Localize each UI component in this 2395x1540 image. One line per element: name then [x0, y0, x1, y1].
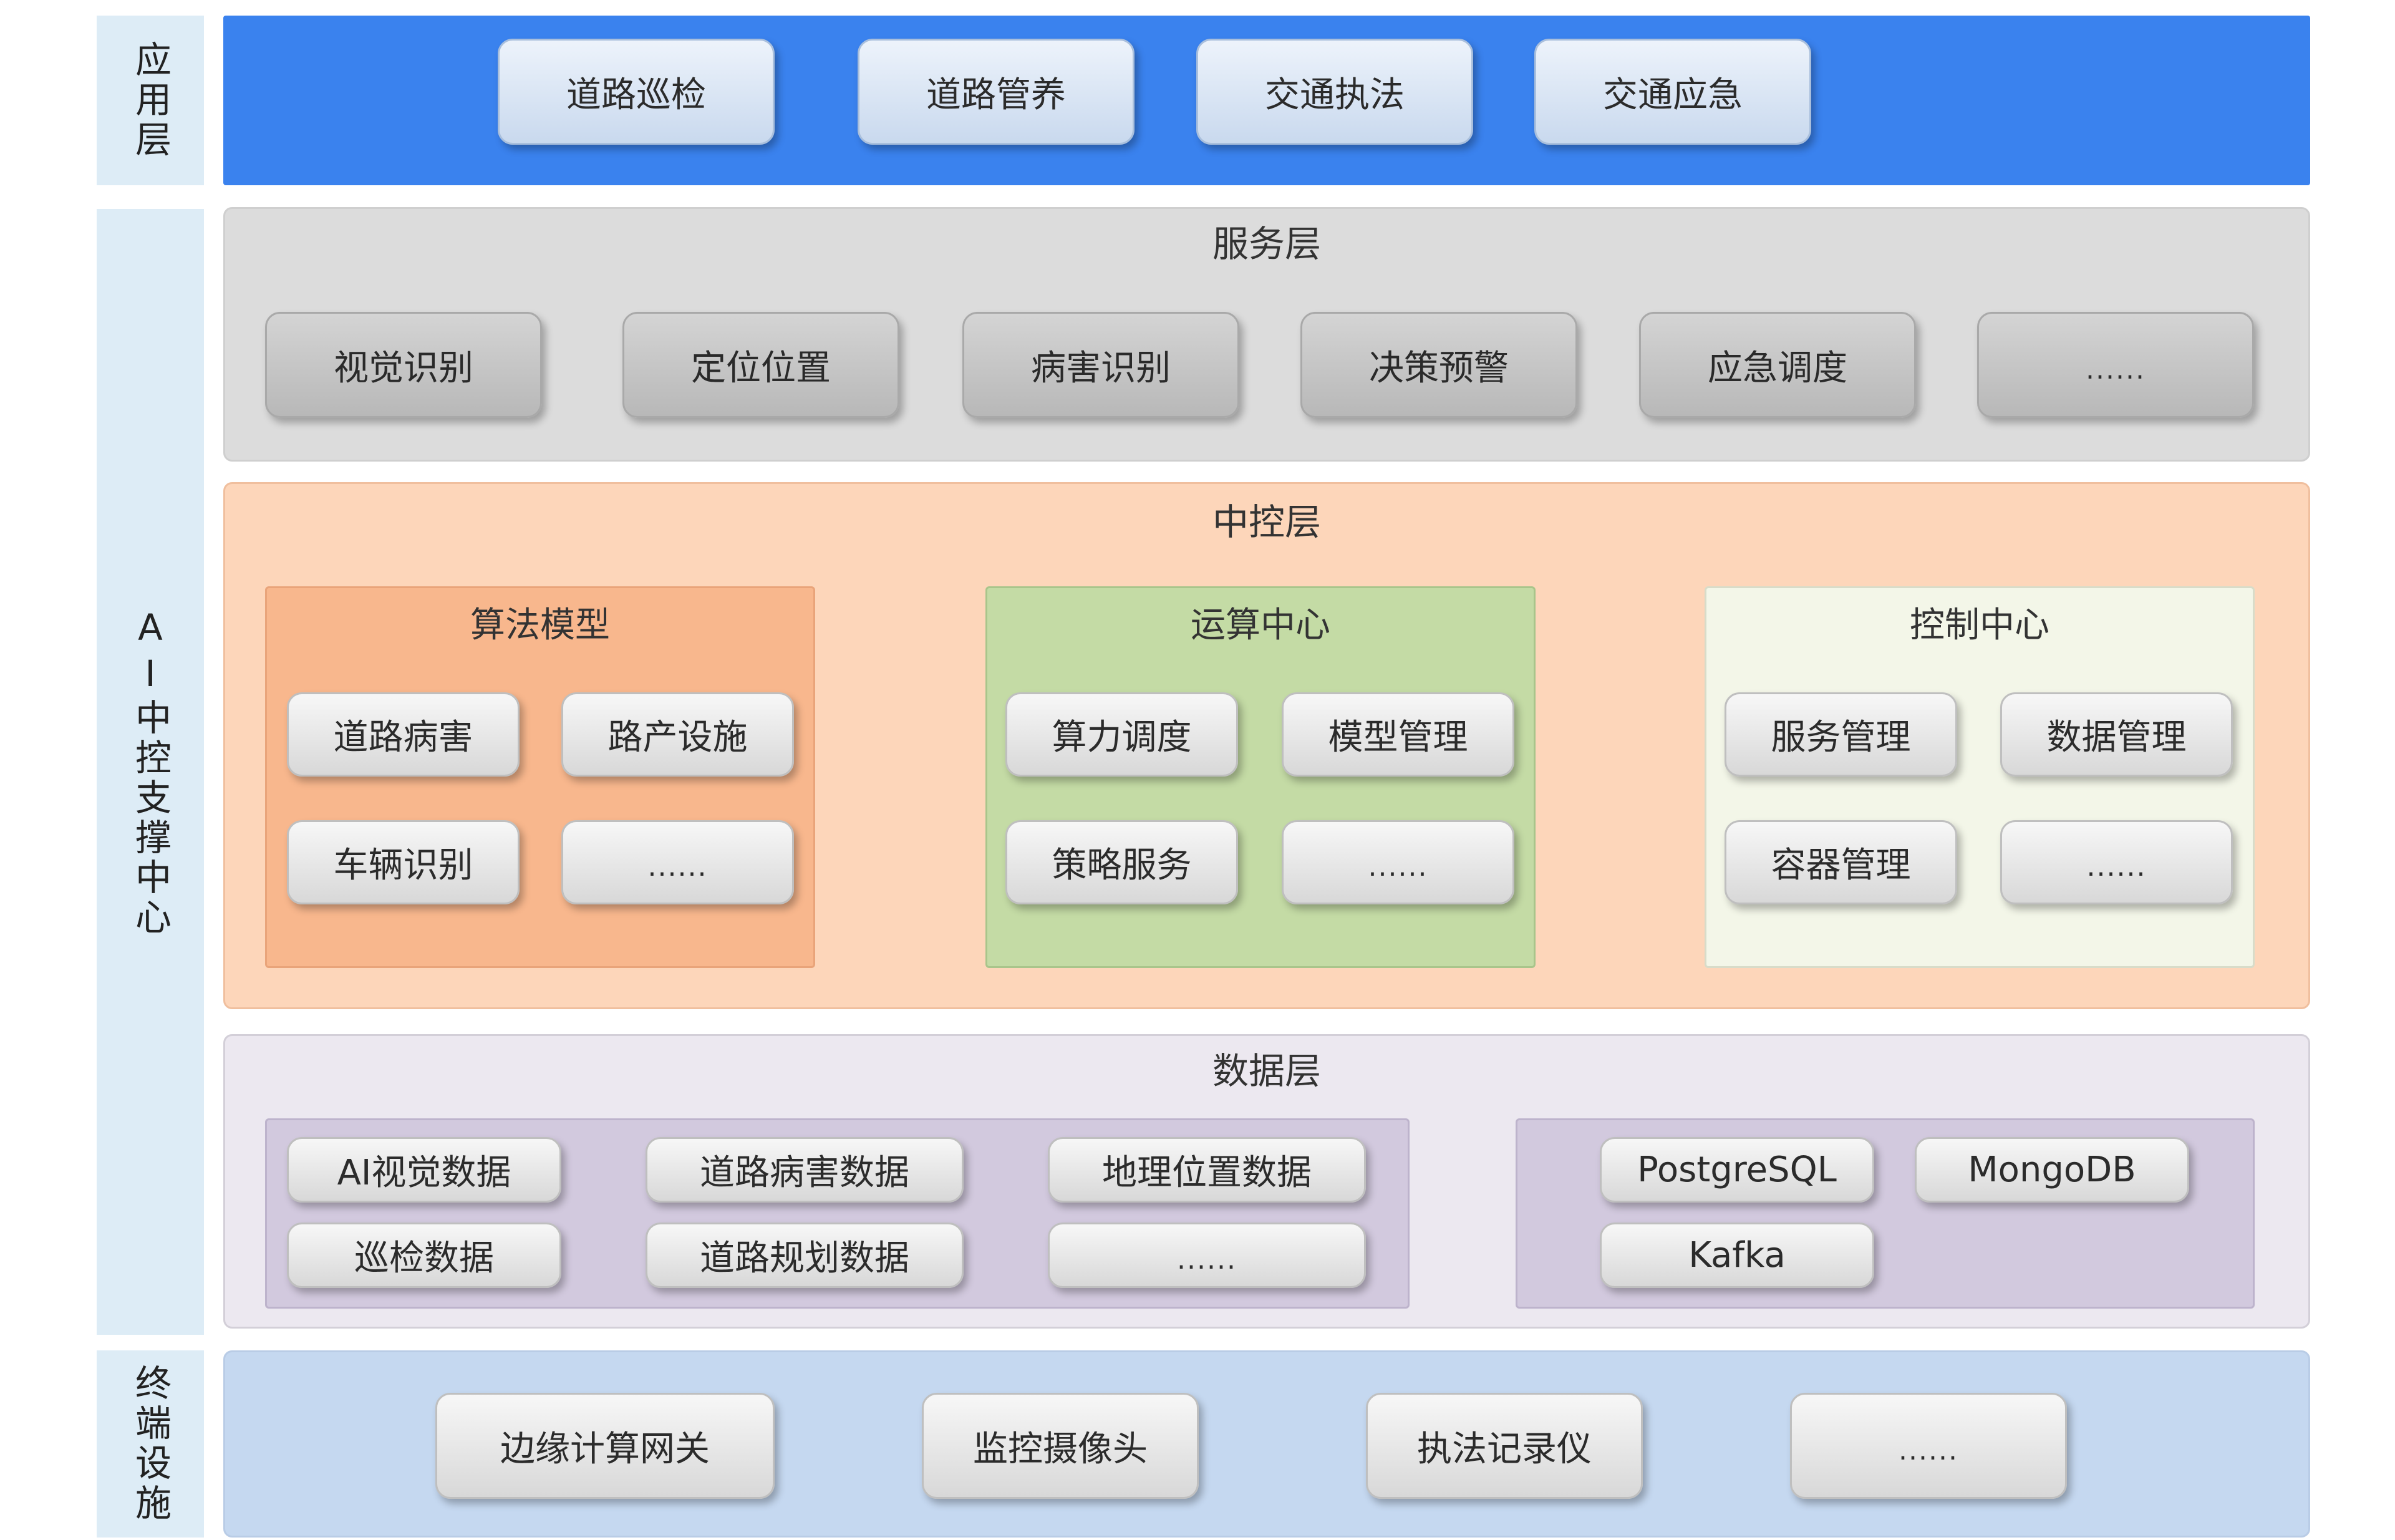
- service-item-more[interactable]: ......: [1977, 312, 2254, 418]
- side-label-application: 应用层: [97, 16, 204, 185]
- control-layer-title: 中控层: [1212, 501, 1321, 543]
- service-item-decision-warning[interactable]: 决策预警: [1300, 312, 1577, 418]
- algorithm-item-road-defect[interactable]: 道路病害: [287, 692, 520, 777]
- app-item-road-patrol[interactable]: 道路巡检: [498, 39, 775, 145]
- dataset-road-planning[interactable]: 道路规划数据: [646, 1223, 964, 1288]
- terminal-item-surveillance-camera[interactable]: 监控摄像头: [922, 1393, 1199, 1499]
- service-item-defect-recognition[interactable]: 病害识别: [962, 312, 1239, 418]
- algorithm-item-more[interactable]: ......: [561, 820, 794, 904]
- app-item-traffic-enforcement[interactable]: 交通执法: [1196, 39, 1473, 145]
- service-layer: [223, 207, 2310, 462]
- compute-item-more[interactable]: ......: [1282, 820, 1514, 904]
- side-label-ai-center: AI中控支撑中心: [97, 209, 204, 1335]
- control-center-title: 控制中心: [1910, 605, 2049, 646]
- compute-item-model-management[interactable]: 模型管理: [1282, 692, 1514, 777]
- dataset-geo-location[interactable]: 地理位置数据: [1048, 1137, 1366, 1203]
- algorithm-item-vehicle-recognition[interactable]: 车辆识别: [287, 820, 520, 904]
- datastore-mongodb[interactable]: MongoDB: [1915, 1137, 2189, 1203]
- compute-item-power-scheduling[interactable]: 算力调度: [1005, 692, 1238, 777]
- dataset-ai-visual[interactable]: AI视觉数据: [287, 1137, 561, 1203]
- compute-center-group: [985, 586, 1536, 968]
- compute-center-title: 运算中心: [1191, 605, 1330, 646]
- datastore-kafka[interactable]: Kafka: [1600, 1223, 1874, 1288]
- terminal-item-body-camera[interactable]: 执法记录仪: [1366, 1393, 1643, 1499]
- datastore-postgresql[interactable]: PostgreSQL: [1600, 1137, 1874, 1203]
- dataset-patrol[interactable]: 巡检数据: [287, 1223, 561, 1288]
- terminal-item-more[interactable]: ......: [1790, 1393, 2067, 1499]
- control-item-container-management[interactable]: 容器管理: [1725, 820, 1957, 904]
- service-item-positioning[interactable]: 定位位置: [622, 312, 899, 418]
- dataset-more[interactable]: ......: [1048, 1223, 1366, 1288]
- service-layer-title: 服务层: [1212, 223, 1321, 265]
- algorithm-model-group: [265, 586, 815, 968]
- control-item-data-management[interactable]: 数据管理: [2000, 692, 2233, 777]
- service-item-visual-recognition[interactable]: 视觉识别: [265, 312, 542, 418]
- control-item-service-management[interactable]: 服务管理: [1725, 692, 1957, 777]
- dataset-road-defect[interactable]: 道路病害数据: [646, 1137, 964, 1203]
- compute-item-strategy-service[interactable]: 策略服务: [1005, 820, 1238, 904]
- terminal-item-edge-gateway[interactable]: 边缘计算网关: [435, 1393, 775, 1499]
- service-item-emergency-dispatch[interactable]: 应急调度: [1639, 312, 1916, 418]
- side-label-terminal: 终端设施: [97, 1350, 204, 1538]
- control-center-group: [1705, 586, 2255, 968]
- data-layer-title: 数据层: [1212, 1050, 1321, 1092]
- app-item-road-maintenance[interactable]: 道路管养: [858, 39, 1135, 145]
- control-item-more[interactable]: ......: [2000, 820, 2233, 904]
- algorithm-item-road-facilities[interactable]: 路产设施: [561, 692, 794, 777]
- app-item-traffic-emergency[interactable]: 交通应急: [1534, 39, 1811, 145]
- algorithm-model-title: 算法模型: [470, 605, 610, 646]
